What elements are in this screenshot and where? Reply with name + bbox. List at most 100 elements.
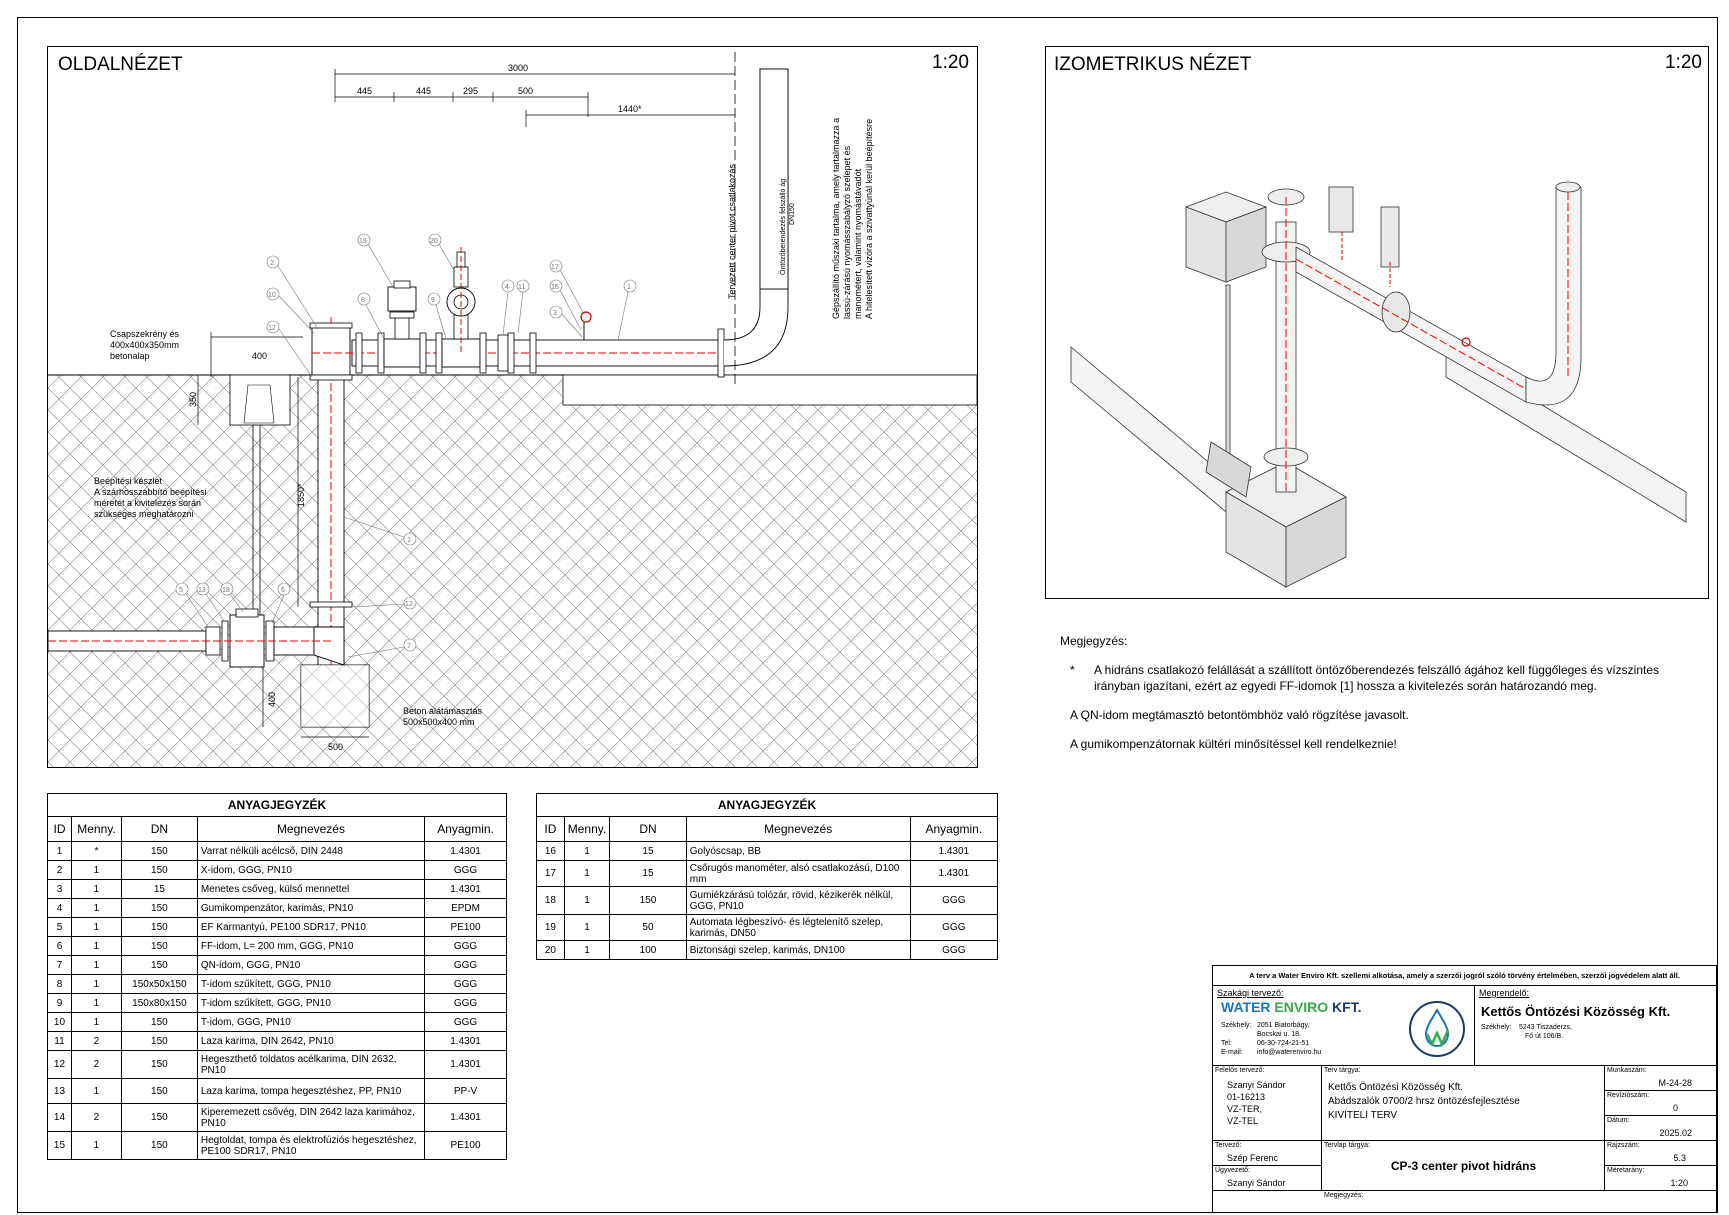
tb-job-label: Munkaszám: xyxy=(1607,1067,1647,1074)
dimension-lines xyxy=(197,69,735,738)
label-box-3: betonalap xyxy=(110,351,150,361)
bom-dn-cell: 150 xyxy=(120,1012,198,1032)
side-view-scale: 1:20 xyxy=(932,52,969,73)
bom-name-cell: Biztonsági szelep, karimás, DN100 xyxy=(685,940,911,960)
bom-qty-cell: 2 xyxy=(70,1031,122,1051)
svg-text:1: 1 xyxy=(627,284,631,291)
dim-total: 3000 xyxy=(508,63,528,73)
bom-material-cell: GGG xyxy=(909,914,999,941)
tb-resp-1: Szanyi Sándor xyxy=(1227,1080,1286,1090)
bom-dn-cell: 150 xyxy=(120,1050,198,1079)
flange-b xyxy=(377,332,385,374)
label-pivot: Tervezett center pivot csatlakozás xyxy=(727,163,737,299)
dimension-texts: 3000 445 445 295 500 1440* 400 350 1850*… xyxy=(188,63,642,752)
callout-1-top: 1 xyxy=(617,279,637,341)
bom-material-cell: 1.4301 xyxy=(424,1103,507,1132)
bom-header-qty: Menny. xyxy=(563,816,611,842)
notes-star: * xyxy=(1070,663,1075,677)
tb-remark-cell: Megjegyzés: xyxy=(1322,1191,1716,1213)
svg-text:9: 9 xyxy=(431,297,435,304)
bom-name-cell: Kiperemezett csővég, DIN 2642 laza karim… xyxy=(196,1103,426,1132)
tb-resp-cell: Felelős tervező: Szanyi Sándor 01-16213 … xyxy=(1213,1066,1322,1141)
bom-material-cell: EPDM xyxy=(424,898,507,918)
bom-qty-cell: 1 xyxy=(70,898,122,918)
svg-text:1: 1 xyxy=(407,537,411,544)
bom-id-cell: 17 xyxy=(536,860,565,887)
iso-view-drawing xyxy=(1070,181,1687,588)
callout-10: 10 xyxy=(266,287,315,334)
bom-dn-cell: 150 xyxy=(120,841,198,861)
tb-drawing-cell: Tervlap tárgya: CP-3 center pivot hidrán… xyxy=(1322,1141,1605,1191)
bom-name-cell: T-idom, GGG, PN10 xyxy=(196,1012,426,1032)
bom-material-cell: GGG xyxy=(909,940,999,960)
callout-19: 19 xyxy=(357,233,394,288)
tb-scale-cell: Méretarány: 1:20 xyxy=(1605,1166,1716,1191)
bom-id-cell: 10 xyxy=(47,1012,72,1032)
callout-8: 8 xyxy=(357,292,385,340)
tb-client-seat-label: Székhely: xyxy=(1481,1024,1512,1031)
tb-subject-label: Terv tárgya: xyxy=(1324,1067,1361,1074)
bom-id-cell: 9 xyxy=(47,993,72,1013)
callout-5: 5 xyxy=(175,582,209,628)
callout-4: 4 xyxy=(501,279,515,336)
svg-text:8: 8 xyxy=(361,297,365,304)
callout-12-top: 12 xyxy=(266,320,313,378)
bom-dn-cell: 15 xyxy=(609,841,687,861)
bom-qty-cell: 1 xyxy=(563,841,611,861)
callout-6: 6 xyxy=(271,582,291,624)
bom-material-cell: GGG xyxy=(424,974,507,994)
tb-seat-1: 2051 Biatorbágy, xyxy=(1257,1022,1310,1029)
label-kit-2: A szárhosszabbító beépítési xyxy=(94,487,207,497)
callout-12-low: 12 xyxy=(351,596,417,610)
notes-section: Megjegyzés: * A hidráns csatlakozó felál… xyxy=(1060,633,1700,765)
bom-name-cell: T-idom szűkített, GGG, PN10 xyxy=(196,993,426,1013)
dim-445-a: 445 xyxy=(357,86,372,96)
bom-dn-cell: 150x50x150 xyxy=(120,974,198,994)
bom-material-cell: GGG xyxy=(424,955,507,975)
label-note-v2: lassú-zárású nyomásszabályzó szelepet és xyxy=(842,145,852,319)
flange-g xyxy=(529,332,537,374)
tb-resp-label: Felelős tervező: xyxy=(1215,1067,1265,1074)
note-2: A QN-idom megtámasztó betontömbhöz való … xyxy=(1070,708,1409,722)
tb-date-cell: Dátum: 2025.02 xyxy=(1605,1116,1716,1141)
air-valve-flange xyxy=(389,311,415,319)
tb-drafter: Szép Ferenc xyxy=(1227,1153,1279,1163)
bom-id-cell: 2 xyxy=(47,860,72,880)
dim-box-400: 400 xyxy=(252,351,267,361)
bom-left-title: ANYAGJEGYZÉK xyxy=(47,793,507,816)
callout-2: 2 xyxy=(266,255,319,330)
callout-18: 18 xyxy=(220,582,244,613)
end-flange xyxy=(717,328,725,378)
bom-material-cell: GGG xyxy=(909,886,999,915)
bom-dn-cell: 150 xyxy=(120,936,198,956)
bom-name-cell: Hegtoldat, tompa és elektrofúziós hegesz… xyxy=(196,1131,426,1160)
bom-header-id: ID xyxy=(47,816,72,842)
water-drop-logo-icon xyxy=(1409,1001,1465,1057)
bom-header-id: ID xyxy=(536,816,565,842)
svg-text:12: 12 xyxy=(268,325,276,332)
bom-material-cell: 1.4301 xyxy=(424,1031,507,1051)
dim-445-b: 445 xyxy=(416,86,431,96)
tb-rev-cell: Revíziószám: 0 xyxy=(1605,1091,1716,1116)
bom-qty-cell: 1 xyxy=(563,886,611,915)
label-concrete-2: 500x500x400 mm xyxy=(403,717,475,727)
callout-16: 16 xyxy=(549,279,582,331)
bom-name-cell: Csőrugós manométer, alsó csatlakozású, D… xyxy=(685,860,911,887)
callout-7: 7 xyxy=(347,638,417,658)
bom-name-cell: Varrat nélküli acélcső, DIN 2448 xyxy=(196,841,426,861)
bom-header-dn: DN xyxy=(609,816,687,842)
bom-right-header: ID Menny. DN Megnevezés Anyagmin. xyxy=(536,816,999,842)
bom-name-cell: X-idom, GGG, PN10 xyxy=(196,860,426,880)
tb-email-label: E-mail: xyxy=(1221,1049,1243,1056)
valve-box-inner xyxy=(243,384,275,424)
dim-295: 295 xyxy=(463,86,478,96)
bom-name-cell: T-idom szűkített, GGG, PN10 xyxy=(196,974,426,994)
bom-dn-cell: 150 xyxy=(120,955,198,975)
svg-text:12: 12 xyxy=(405,601,413,608)
